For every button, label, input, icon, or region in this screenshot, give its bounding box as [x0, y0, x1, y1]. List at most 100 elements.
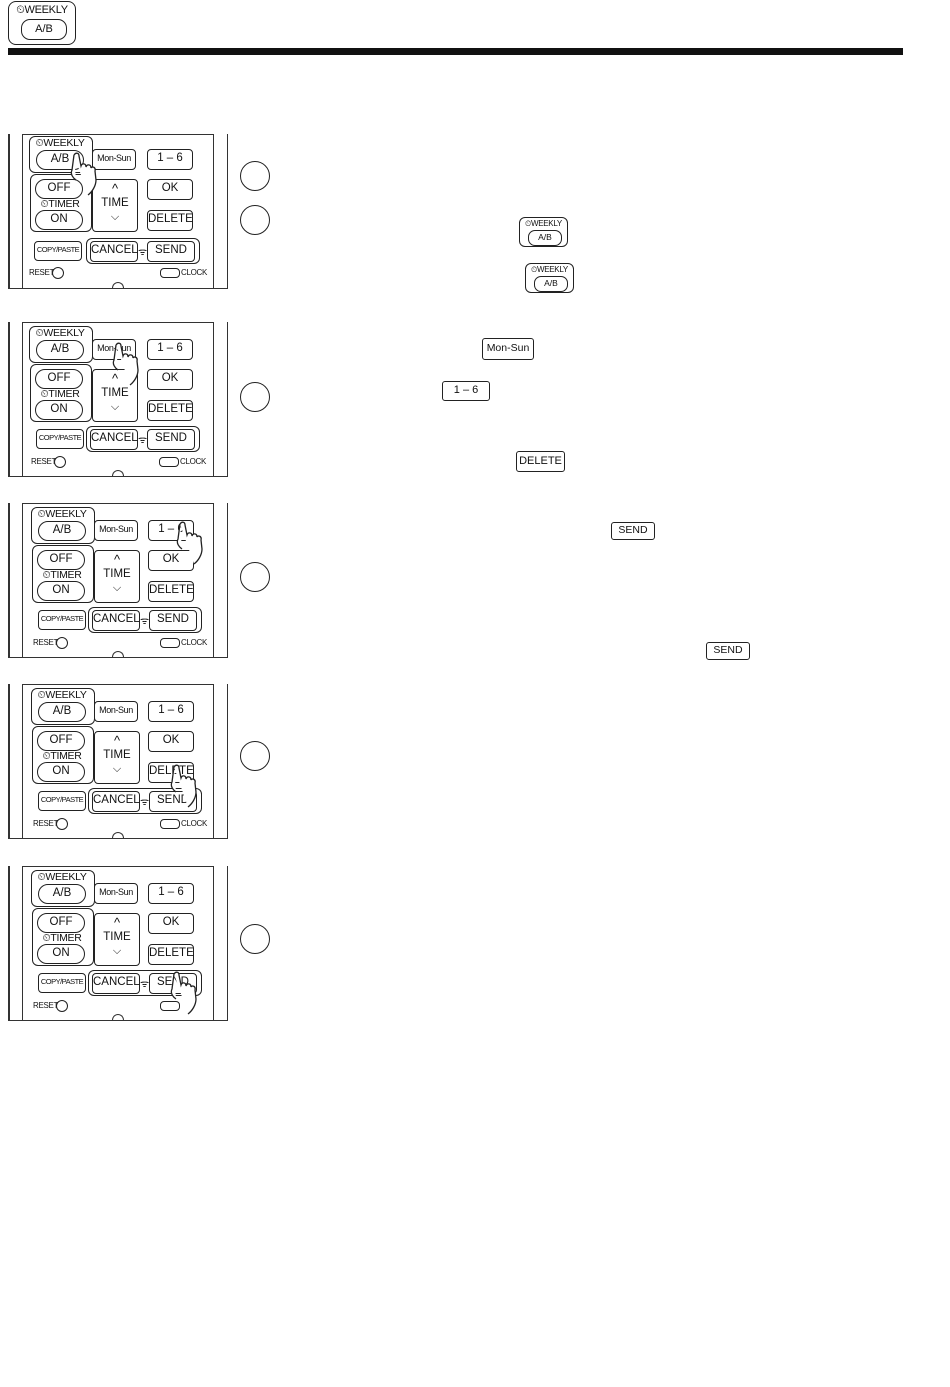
ab-button[interactable]: A/B [36, 150, 84, 170]
time-label: TIME [103, 931, 131, 943]
clock-button[interactable] [160, 819, 180, 829]
weekly-ab-header-icon: ⏲WEEKLY A/B [8, 1, 76, 45]
step-circle-4 [240, 562, 270, 592]
pointing-hand-icon [176, 521, 203, 565]
cancel-button[interactable]: CANCEL [92, 610, 140, 631]
on-button[interactable]: ON [37, 762, 85, 782]
off-button[interactable]: OFF [37, 731, 85, 751]
copy-paste-button[interactable]: COPY/PASTE [38, 973, 86, 993]
send-group [88, 607, 202, 633]
weekly-label: ⏲WEEKLY [37, 508, 87, 520]
reset-label: RESET [33, 1001, 59, 1010]
clock-label: CLOCK [181, 819, 208, 828]
cancel-button[interactable]: CANCEL [92, 791, 140, 812]
send-button[interactable]: SEND [147, 241, 195, 262]
pointing-hand-icon [70, 152, 97, 196]
step-circle-3 [240, 382, 270, 412]
ab-button[interactable]: A/B [38, 884, 86, 904]
mon-sun-button[interactable]: Mon-Sun [92, 149, 136, 170]
one-six-button[interactable]: 1 – 6 [147, 339, 193, 360]
signal-icon: ᯤ [138, 247, 147, 258]
send-button[interactable]: SEND [149, 610, 197, 631]
weekly-label: ⏲WEEKLY [16, 4, 68, 16]
one-six-button[interactable]: 1 – 6 [148, 883, 194, 904]
time-label: TIME [101, 387, 129, 399]
timer-label: ⏲TIMER [40, 388, 80, 400]
remote-panel-2: ⏲WEEKLY A/B Mon-Sun 1 – 6 OFF ⏲TIMER ON … [8, 322, 228, 477]
send-group [88, 970, 202, 996]
mon-sun-button[interactable]: Mon-Sun [94, 701, 138, 722]
ab-button[interactable]: A/B [38, 521, 86, 541]
weekly-label: ⏲WEEKLY [35, 327, 85, 339]
cancel-button[interactable]: CANCEL [90, 241, 138, 262]
ab-button[interactable]: A/B [38, 702, 86, 722]
on-button[interactable]: ON [37, 944, 85, 964]
timer-label: ⏲TIMER [42, 569, 82, 581]
inline-send-icon-1: SEND [611, 522, 655, 540]
delete-button[interactable]: DELETE [148, 762, 194, 783]
delete-button[interactable]: DELETE [148, 581, 194, 602]
cancel-button[interactable]: CANCEL [92, 973, 140, 994]
weekly-label: ⏲WEEKLY [37, 871, 87, 883]
inline-ab-label: A/B [528, 230, 562, 246]
copy-paste-button[interactable]: COPY/PASTE [38, 610, 86, 630]
time-button[interactable]: ^ TIME ⌵ [94, 913, 140, 966]
delete-button[interactable]: DELETE [147, 210, 193, 231]
reset-label: RESET [33, 638, 59, 647]
remote-panel-4: ⏲WEEKLY A/B Mon-Sun 1 – 6 OFF ⏲TIMER ON … [8, 684, 228, 839]
remote-panel-1: ⏲WEEKLY A/B Mon-Sun 1 – 6 OFF ⏲TIMER ON … [8, 134, 228, 289]
clock-button[interactable] [160, 268, 180, 278]
ok-button[interactable]: OK [148, 550, 194, 571]
cancel-button[interactable]: CANCEL [90, 429, 138, 450]
reset-button[interactable] [52, 267, 64, 279]
off-button[interactable]: OFF [37, 550, 85, 570]
off-button[interactable]: OFF [35, 369, 83, 389]
time-button[interactable]: ^ TIME ⌵ [94, 550, 140, 603]
reset-button[interactable] [56, 1000, 68, 1012]
ok-button[interactable]: OK [147, 369, 193, 390]
delete-button[interactable]: DELETE [148, 944, 194, 965]
ab-button[interactable]: A/B [36, 340, 84, 360]
timer-group [32, 908, 94, 966]
timer-group [32, 545, 94, 603]
on-button[interactable]: ON [35, 400, 83, 420]
ab-label: A/B [21, 19, 67, 40]
mon-sun-button[interactable]: Mon-Sun [94, 520, 138, 541]
pointing-hand-icon [170, 971, 197, 1015]
inline-weekly-label: ⏲WEEKLY [531, 265, 568, 274]
delete-button[interactable]: DELETE [147, 400, 193, 421]
copy-paste-button[interactable]: COPY/PASTE [36, 429, 84, 449]
time-button[interactable]: ^ TIME ⌵ [92, 179, 138, 232]
clock-button[interactable] [159, 457, 179, 467]
clock-label: CLOCK [180, 457, 207, 466]
time-label: TIME [101, 197, 129, 209]
time-label: TIME [103, 568, 131, 580]
inline-ab-label: A/B [534, 276, 568, 292]
reset-button[interactable] [56, 818, 68, 830]
signal-icon: ᯤ [140, 616, 149, 627]
one-six-button[interactable]: 1 – 6 [147, 149, 193, 170]
weekly-label: ⏲WEEKLY [35, 137, 85, 149]
off-button[interactable]: OFF [35, 179, 83, 199]
send-button[interactable]: SEND [147, 429, 195, 450]
on-button[interactable]: ON [35, 210, 83, 230]
inline-weekly-label: ⏲WEEKLY [525, 219, 562, 228]
time-button[interactable]: ^ TIME ⌵ [94, 731, 140, 784]
timer-label: ⏲TIMER [40, 198, 80, 210]
timer-label: ⏲TIMER [42, 932, 82, 944]
on-button[interactable]: ON [37, 581, 85, 601]
copy-paste-button[interactable]: COPY/PASTE [38, 791, 86, 811]
timer-label: ⏲TIMER [42, 750, 82, 762]
reset-button[interactable] [56, 637, 68, 649]
off-button[interactable]: OFF [37, 913, 85, 933]
ok-button[interactable]: OK [148, 731, 194, 752]
ok-button[interactable]: OK [148, 913, 194, 934]
inline-one-six-icon: 1 – 6 [442, 381, 490, 401]
clock-button[interactable] [160, 1001, 180, 1011]
copy-paste-button[interactable]: COPY/PASTE [34, 241, 82, 261]
clock-button[interactable] [160, 638, 180, 648]
ok-button[interactable]: OK [147, 179, 193, 200]
mon-sun-button[interactable]: Mon-Sun [94, 883, 138, 904]
reset-button[interactable] [54, 456, 66, 468]
one-six-button[interactable]: 1 – 6 [148, 701, 194, 722]
